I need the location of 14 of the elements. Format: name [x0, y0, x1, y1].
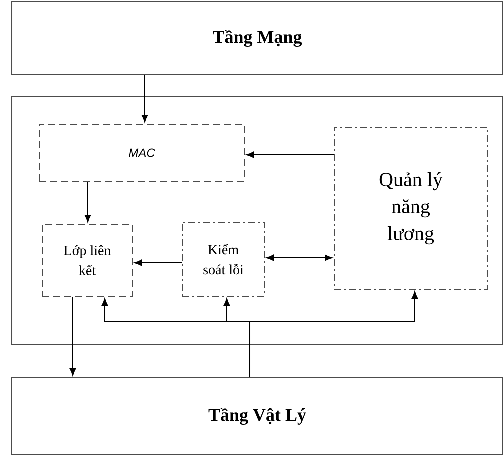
layer-box: Tầng Vật Lý: [12, 378, 504, 455]
module-box: MAC: [39, 124, 245, 182]
arrow: [84, 182, 92, 222]
module-box: Quản lý năng lương: [334, 127, 488, 290]
arrow: [250, 291, 418, 378]
layer-box: Tầng Mạng: [12, 2, 504, 76]
arrow: [134, 260, 182, 266]
arrow: [142, 75, 148, 122]
arrow: [266, 254, 332, 262]
module-box: Kiểm soát lỗi: [182, 222, 265, 297]
arrow: [70, 296, 76, 376]
arrow: [246, 152, 334, 158]
module-box: Lớp liên kết: [42, 224, 133, 297]
module-frame: [12, 96, 504, 346]
